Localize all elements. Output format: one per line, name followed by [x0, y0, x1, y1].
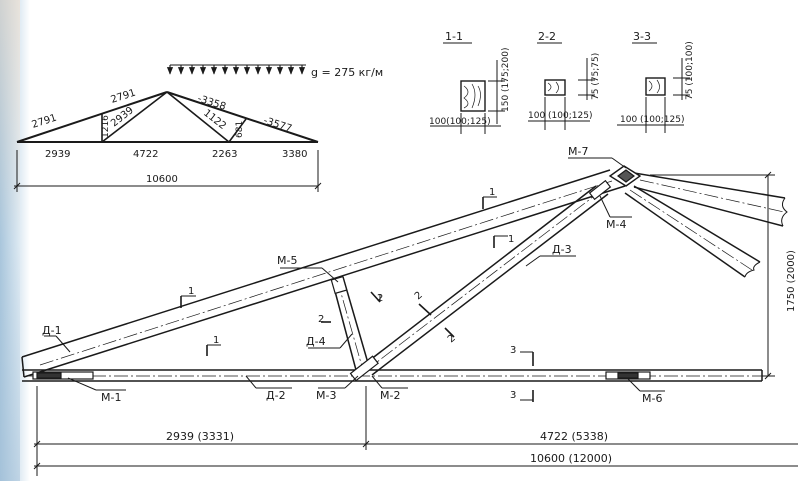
section-3-title: 3-3 — [633, 30, 651, 43]
cut-1-c: 1 — [489, 187, 495, 198]
load-diagram — [166, 64, 306, 75]
section-1-title: 1-1 — [445, 30, 463, 43]
node-m3-label: М-3 — [316, 389, 336, 402]
dim-left: 2939 (3331) — [166, 430, 234, 443]
dimension-lines — [33, 171, 798, 476]
section-3-width: 100 (100;125) — [620, 115, 684, 125]
scheme-top-force-4: -3577 — [262, 115, 293, 134]
section-2-width: 100 (100;125) — [528, 111, 592, 121]
section-1-width: 100(100;125) — [429, 117, 491, 127]
cut-1-a: 1 — [188, 286, 194, 297]
member-d2-label: Д-2 — [266, 389, 286, 402]
scheme-top-force-1: 2791 — [31, 113, 59, 131]
bottom-chord — [22, 369, 763, 382]
section-2-geometry — [528, 42, 595, 130]
scheme-span: 10600 — [146, 174, 178, 185]
member-d1-label: Д-1 — [42, 324, 62, 337]
section-2-title: 2-2 — [538, 30, 556, 43]
dim-total: 10600 (12000) — [530, 452, 612, 465]
dim-right: 4722 (5338) — [540, 430, 608, 443]
diagonal-d3 — [356, 185, 609, 376]
scheme-bottom-force-4: 3380 — [282, 149, 307, 160]
scheme-vert-force-1: 1216 — [101, 115, 111, 138]
cut-1-b: 1 — [213, 335, 219, 346]
right-diagonal — [624, 185, 761, 278]
section-cut-marks — [180, 196, 534, 402]
section-3-geometry — [617, 42, 690, 133]
node-m7-label: М-7 — [568, 145, 588, 158]
dim-height: 1750 (2000) — [786, 250, 797, 312]
section-1-height: 150 (175;200) — [501, 48, 511, 112]
section-1-geometry — [430, 42, 505, 134]
connector-plates — [32, 165, 651, 382]
load-label: g = 275 кг/м — [311, 66, 383, 79]
node-m4-label: М-4 — [606, 218, 626, 231]
cut-2-b: 2 — [318, 314, 324, 325]
diagonal-d4 — [331, 276, 371, 371]
top-chord — [21, 169, 626, 378]
scheme-bottom-force-1: 2939 — [45, 149, 70, 160]
cut-1-d: 1 — [508, 234, 514, 245]
left-edge-tint — [0, 0, 20, 481]
cut-2-d: 2 — [446, 333, 458, 346]
cut-3-b: 3 — [510, 390, 516, 401]
node-m6-label: М-6 — [642, 392, 662, 405]
section-2-height: 75 (75;75) — [591, 53, 601, 100]
member-d3-label: Д-3 — [552, 243, 572, 256]
cut-3-a: 3 — [510, 345, 516, 356]
scheme-geometry — [13, 91, 322, 192]
cut-2-a: 2 — [377, 293, 383, 304]
scheme-bottom-force-2: 4722 — [133, 149, 158, 160]
scheme-bottom-force-3: 2263 — [212, 149, 237, 160]
scheme-vert-force-2: 681 — [235, 121, 245, 138]
section-3-height: 75 (100;100) — [685, 41, 695, 100]
node-m5-label: М-5 — [277, 254, 297, 267]
node-m2-label: М-2 — [380, 389, 400, 402]
cut-2-c: 2 — [413, 290, 425, 303]
right-rafter — [627, 171, 788, 227]
member-d4-label: Д-4 — [306, 335, 326, 348]
node-leaders — [44, 157, 665, 392]
node-m1-label: М-1 — [101, 391, 121, 404]
